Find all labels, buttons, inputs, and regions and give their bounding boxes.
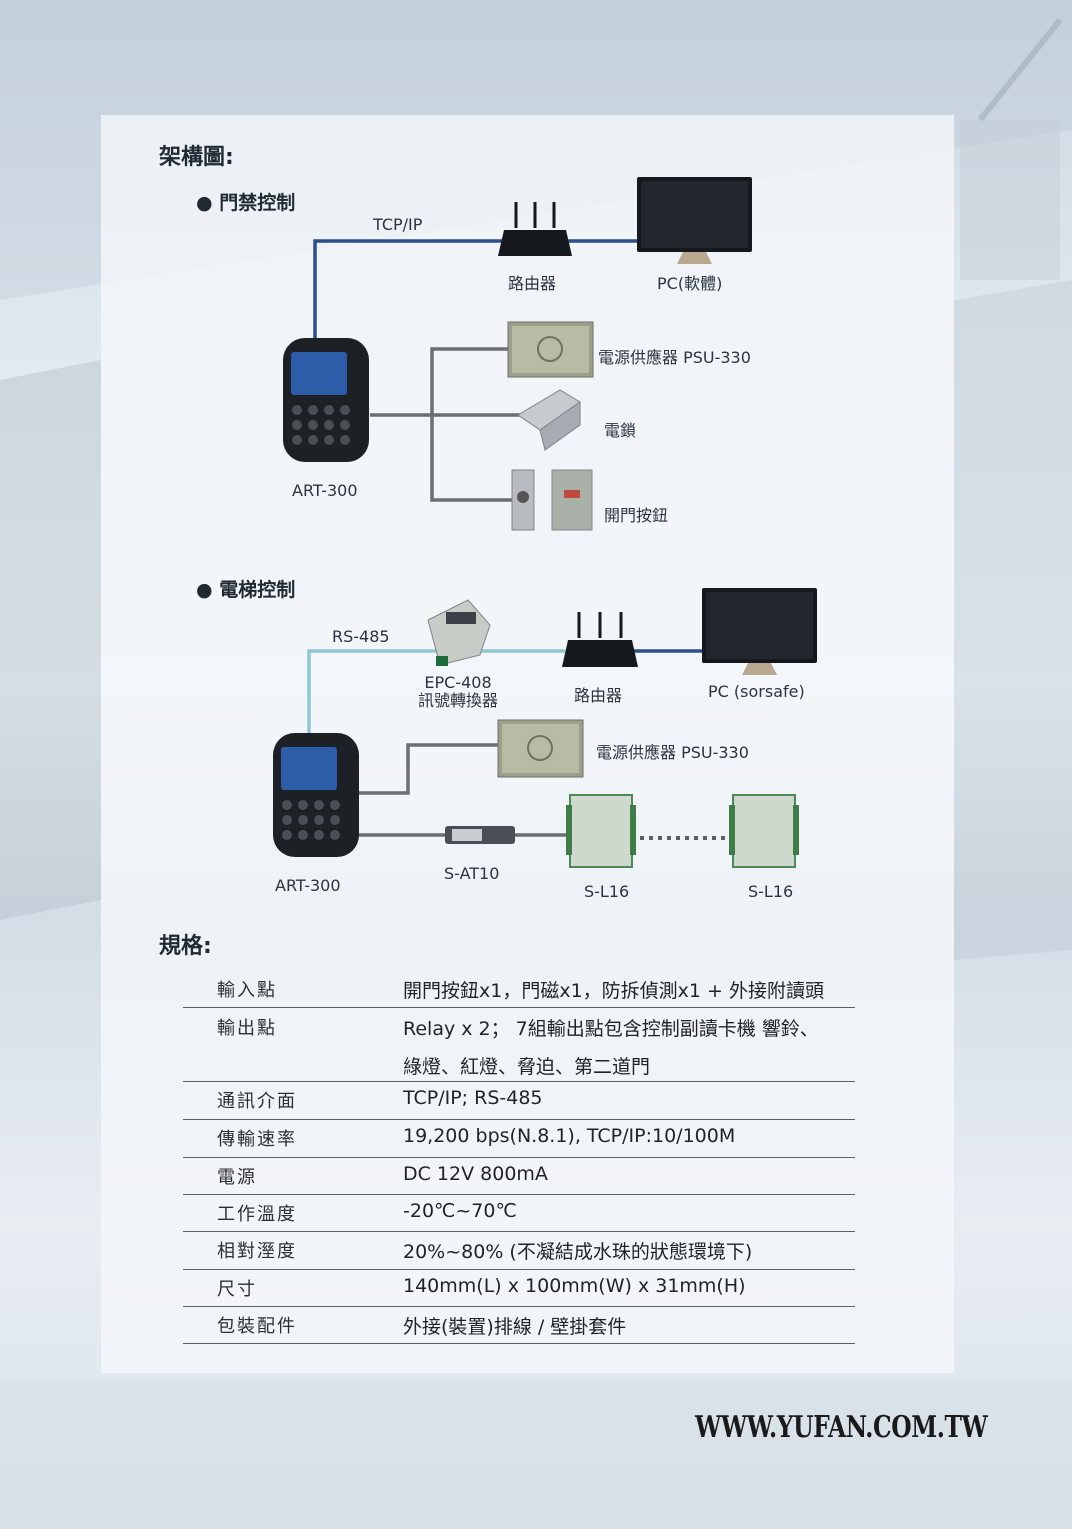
psu-label: 電源供應器 PSU-330 bbox=[598, 348, 751, 367]
psu-wire-2 bbox=[355, 743, 500, 795]
lock-label: 電鎖 bbox=[604, 421, 637, 440]
reader-icon-2 bbox=[273, 733, 359, 857]
psu-label-2: 電源供應器 PSU-330 bbox=[596, 743, 749, 762]
tcp-ip-label: TCP/IP bbox=[373, 215, 423, 234]
spec-value: Relay x 2； 7組輸出點包含控制副讀卡機 響鈴、 bbox=[403, 1018, 819, 1040]
pc-label: PC(軟體) bbox=[657, 274, 723, 293]
exit-button-label: 開門按鈕 bbox=[604, 506, 669, 525]
converter-label: EPC-408 訊號轉換器 bbox=[417, 673, 498, 710]
router-icon bbox=[498, 202, 572, 256]
specs-heading: 規格: bbox=[159, 934, 212, 959]
spec-row: 輸入點 開門按鈕x1，門磁x1，防拆偵測x1 + 外接附讀頭 bbox=[183, 970, 855, 1008]
spec-row: 工作溫度 -20℃~70℃ bbox=[183, 1194, 855, 1232]
psu-wire bbox=[370, 347, 510, 417]
exit-button-icon bbox=[511, 469, 593, 531]
website-url: WWW.YUFAN.COM.TW bbox=[695, 1410, 988, 1445]
spec-row: 相對溼度 20%~80% (不凝結成水珠的狀態環境下) bbox=[183, 1231, 855, 1270]
router-label-2: 路由器 bbox=[574, 686, 623, 705]
converter-icon bbox=[427, 599, 491, 666]
sl16-board-icon bbox=[566, 794, 636, 868]
spec-key: 傳輸速率 bbox=[217, 1129, 297, 1150]
spec-row: 輸出點 Relay x 2； 7組輸出點包含控制副讀卡機 響鈴、綠燈、紅燈、脅迫、… bbox=[183, 1008, 855, 1082]
spec-key: 尺寸 bbox=[217, 1279, 257, 1300]
spec-key: 工作溫度 bbox=[217, 1204, 297, 1225]
sl16-label: S-L16 bbox=[584, 882, 630, 901]
monitor-icon-2 bbox=[702, 588, 817, 675]
bullet-icon: ● bbox=[196, 192, 213, 214]
spec-row: 尺寸 140mm(L) x 100mm(W) x 31mm(H) bbox=[183, 1269, 855, 1307]
spec-value: DC 12V 800mA bbox=[403, 1163, 548, 1185]
spec-row: 電源 DC 12V 800mA bbox=[183, 1157, 855, 1195]
sl16-label-2: S-L16 bbox=[748, 882, 794, 901]
psu-icon-2 bbox=[497, 719, 584, 778]
router-icon-2 bbox=[562, 612, 638, 667]
reader-label: ART-300 bbox=[292, 481, 358, 500]
elevator-control-title: ● 電梯控制 bbox=[196, 579, 296, 601]
psu-icon bbox=[507, 321, 594, 378]
spec-value: 外接(裝置)排線 / 壁掛套件 bbox=[403, 1316, 627, 1338]
sat10-icon bbox=[445, 826, 515, 844]
spec-row: 包裝配件 外接(裝置)排線 / 壁掛套件 bbox=[183, 1306, 855, 1344]
spec-value: -20℃~70℃ bbox=[403, 1200, 517, 1222]
electric-lock-icon bbox=[517, 389, 581, 451]
router-label: 路由器 bbox=[508, 274, 557, 293]
pc-label-2: PC (sorsafe) bbox=[708, 682, 805, 701]
spec-key: 輸出點 bbox=[217, 1018, 277, 1039]
button-wire bbox=[430, 415, 515, 502]
reader-label-2: ART-300 bbox=[275, 876, 341, 895]
spec-key: 包裝配件 bbox=[217, 1316, 297, 1337]
rs485-line bbox=[307, 649, 565, 735]
spec-value: TCP/IP; RS-485 bbox=[403, 1087, 543, 1109]
sl16-board-icon-2 bbox=[729, 794, 799, 868]
spec-row: 通訊介面 TCP/IP; RS-485 bbox=[183, 1081, 855, 1120]
spec-key: 輸入點 bbox=[217, 980, 277, 1001]
spec-key: 通訊介面 bbox=[217, 1091, 297, 1112]
architecture-heading: 架構圖: bbox=[159, 145, 234, 170]
spec-value: 20%~80% (不凝結成水珠的狀態環境下) bbox=[403, 1241, 753, 1263]
access-control-title: ● 門禁控制 bbox=[196, 192, 296, 214]
rs485-label: RS-485 bbox=[332, 627, 390, 646]
spec-key: 相對溼度 bbox=[217, 1241, 297, 1262]
monitor-icon bbox=[637, 177, 752, 264]
bullet-icon: ● bbox=[196, 579, 213, 601]
spec-row: 傳輸速率 19,200 bps(N.8.1), TCP/IP:10/100M bbox=[183, 1119, 855, 1158]
sat10-label: S-AT10 bbox=[444, 864, 500, 883]
reader-icon bbox=[283, 338, 369, 462]
spec-value: 140mm(L) x 100mm(W) x 31mm(H) bbox=[403, 1275, 746, 1297]
spec-value-line2: 綠燈、紅燈、脅迫、第二道門 bbox=[403, 1056, 651, 1078]
spec-value: 19,200 bps(N.8.1), TCP/IP:10/100M bbox=[403, 1125, 736, 1147]
spec-value: 開門按鈕x1，門磁x1，防拆偵測x1 + 外接附讀頭 bbox=[403, 980, 824, 1002]
spec-key: 電源 bbox=[217, 1167, 257, 1188]
